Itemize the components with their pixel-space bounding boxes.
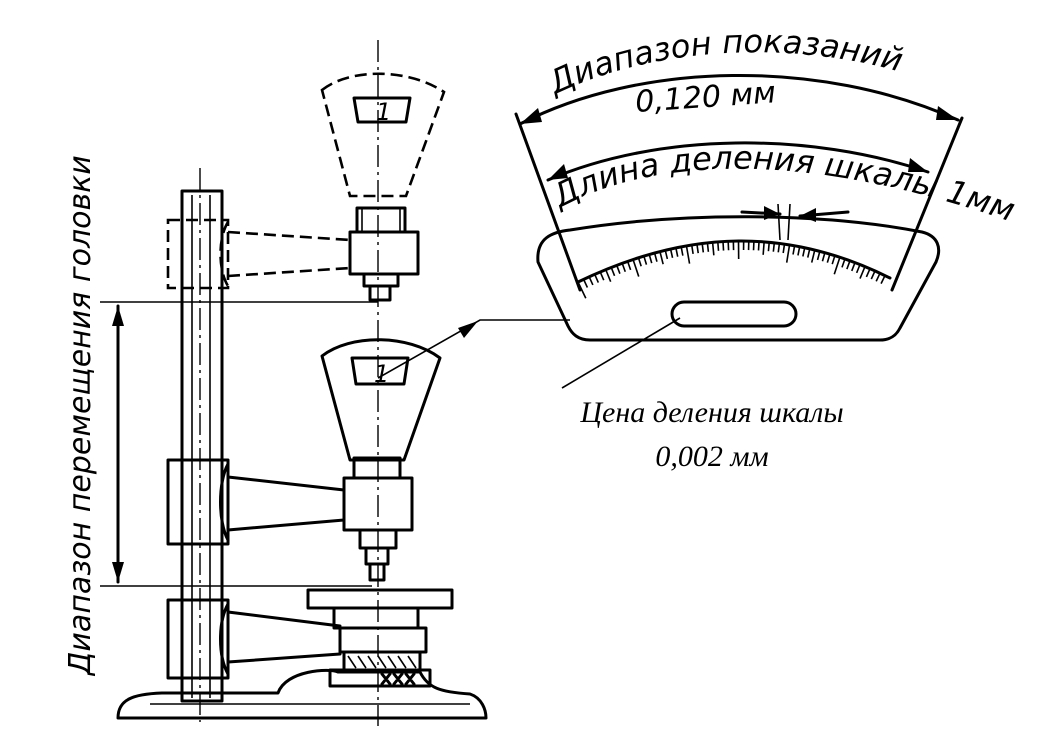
scale-tick <box>810 249 816 263</box>
scale-tick <box>593 273 600 283</box>
scale-tick <box>802 247 806 257</box>
scale-tick <box>615 265 621 274</box>
scale-tick <box>610 267 616 277</box>
scale-tick <box>875 272 881 282</box>
scale-tick <box>806 248 811 258</box>
scale-tick <box>880 275 886 284</box>
scale-tick <box>785 244 791 263</box>
scale-tick <box>648 254 653 264</box>
scale-tick <box>701 243 705 253</box>
scale-tick <box>821 252 826 262</box>
scale-tick <box>859 266 866 279</box>
scale-tick <box>690 244 694 254</box>
scale-tick <box>680 246 684 256</box>
dial-digit-lower: 1 <box>374 360 389 388</box>
dial-digit-upper: 1 <box>376 98 391 126</box>
scale-tick <box>851 262 856 272</box>
travel-range-dimension <box>100 301 378 587</box>
scale-tick <box>816 251 821 261</box>
stand-column <box>180 189 224 703</box>
scale-tick <box>582 279 589 288</box>
scale-tick <box>833 256 841 275</box>
scale-tick <box>675 247 679 257</box>
scale-tick <box>711 242 715 256</box>
scale-tick <box>855 264 861 274</box>
scale-tick <box>637 257 642 267</box>
scale-tick <box>643 255 648 265</box>
dial-scale <box>514 112 964 342</box>
scale-tick <box>826 253 831 263</box>
scale-tick <box>757 241 760 251</box>
scale-tick <box>841 258 846 268</box>
scale-tick <box>659 251 664 265</box>
scale-tick <box>669 248 674 258</box>
upper-head-position <box>166 72 446 302</box>
scale-tick <box>777 243 781 253</box>
scale-tick <box>599 271 605 281</box>
scale-tick <box>632 259 640 277</box>
scale-tick <box>831 255 836 265</box>
stand-base <box>116 668 488 720</box>
division-value: 0,002 мм <box>655 440 768 473</box>
scale-tick <box>797 246 801 256</box>
scale-tick <box>870 270 876 280</box>
scale-tick <box>626 261 632 271</box>
leader-lines <box>377 317 681 389</box>
range-arcs <box>518 74 960 241</box>
division-value-title: Цена деления шкалы <box>579 396 843 429</box>
scale-tick <box>653 252 658 262</box>
head-travel-range-label: Диапазон перемещения головки <box>63 155 98 677</box>
scale-tick <box>621 262 627 273</box>
scale-tick <box>865 268 871 278</box>
scale-tick <box>605 269 612 282</box>
scale-tick <box>762 241 765 255</box>
table-bracket <box>166 588 454 688</box>
scale-tick <box>696 244 700 254</box>
scale-tick <box>772 242 776 252</box>
scale-tick <box>588 276 594 286</box>
lower-head <box>166 338 442 582</box>
scale-tick <box>706 242 710 252</box>
scale-tick <box>767 242 771 252</box>
scale-tick <box>685 245 691 264</box>
scale-tick <box>717 241 720 251</box>
scale-tick <box>722 241 725 251</box>
scale-tick <box>792 245 796 255</box>
scale-tick <box>664 250 669 260</box>
scale-tick <box>782 243 786 254</box>
scale-tick <box>846 260 851 270</box>
